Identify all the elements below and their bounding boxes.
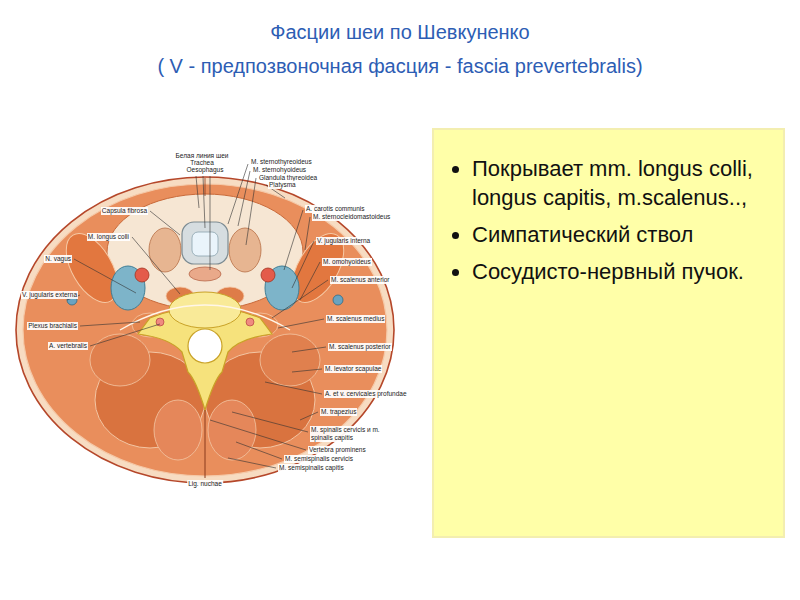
anatomy-label: A. vertebralis [48, 342, 88, 350]
text-panel: Покрывает mm. longus colli, longus capit… [432, 128, 785, 538]
anatomy-label: M. semispinalis capitis [278, 464, 345, 472]
anatomy-label: M. sternohyoideus [252, 166, 307, 174]
anatomy-label: Vertebra prominens [308, 446, 367, 454]
slide-title: Фасции шеи по Шевкуненко [0, 20, 800, 44]
anatomy-label: M. omohyoideus [322, 258, 372, 266]
anatomy-label: M. spinalis cervicis и m. spinalis capit… [310, 426, 390, 442]
anatomy-label: V. jugularis externa [21, 291, 78, 299]
anatomy-label: Capsula fibrosa [101, 207, 148, 215]
anatomy-label: A. et v. cervicales profundae [324, 390, 408, 398]
anatomy-label: Plexus brachialis [27, 322, 78, 330]
anatomy-label: M. sternothyreoideus [250, 158, 313, 166]
anatomy-label: M. levator scapulae [324, 365, 382, 373]
slide-subtitle: ( V - предпозвоночная фасция - fascia pr… [0, 54, 800, 78]
anatomy-label: V. jugularis interna [316, 237, 371, 245]
anatomy-label: Platysma [268, 181, 297, 189]
anatomy-label: M. longus colli [87, 233, 130, 241]
bullet-item: Симпатический ствол [472, 220, 769, 249]
bullet-item: Покрывает mm. longus colli, longus capit… [472, 154, 769, 212]
anatomy-label: M. semispinalis cervicis [284, 455, 354, 463]
anatomy-label: N. vagus [44, 255, 72, 263]
anatomy-label: M. trapezius [320, 408, 357, 416]
bullet-list: Покрывает mm. longus colli, longus capit… [434, 154, 769, 286]
anatomy-label: M. scalenus anterior [330, 276, 391, 284]
anatomy-label: M. sternocleidomastoideus [312, 213, 391, 221]
anatomy-label: Lig. nuchae [187, 480, 223, 488]
anatomy-label: Oesophagus [186, 166, 225, 174]
bullet-item: Сосудисто-нервный пучок. [472, 257, 769, 286]
anatomy-label: M. scalenus medius [326, 315, 385, 323]
anatomy-label: M. scalenus posterior [328, 343, 392, 351]
anatomy-label: A. carotis communis [305, 205, 366, 213]
